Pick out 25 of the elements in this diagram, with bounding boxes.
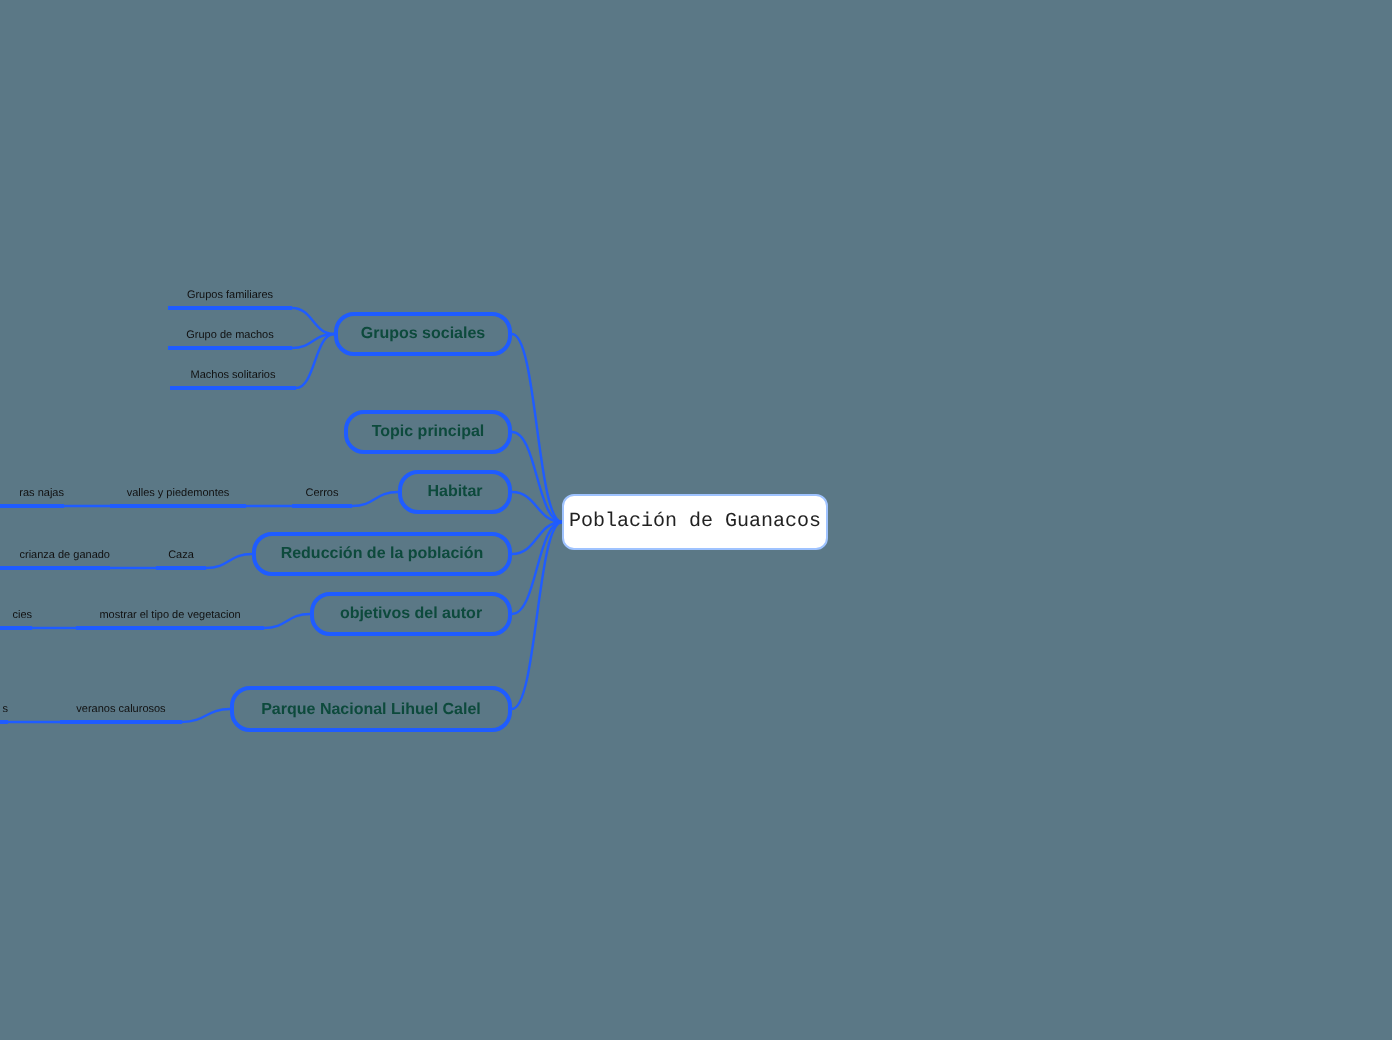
- connector-line: [295, 332, 335, 390]
- connector-line: [511, 520, 563, 556]
- connector-line: [291, 306, 335, 336]
- topic-pill: Topic principal: [344, 410, 512, 454]
- connector-line: [291, 332, 335, 350]
- connector-line: [32, 626, 76, 630]
- connector-line: [511, 430, 563, 524]
- connector-line: [511, 333, 563, 523]
- connector-line: [110, 566, 156, 570]
- connector-line: [181, 707, 231, 724]
- topic-pill: objetivos del autor: [310, 592, 512, 636]
- connector-line: [205, 552, 253, 570]
- central-topic: Población de Guanacos: [562, 494, 828, 550]
- connector-line: [263, 612, 311, 630]
- connector-line: [8, 720, 60, 724]
- topic-pill: Habitar: [398, 470, 512, 514]
- connector-line: [511, 521, 563, 710]
- topic-pill: Parque Nacional Lihuel Calel: [230, 686, 512, 732]
- topic-pill: Grupos sociales: [334, 312, 512, 356]
- connector-line: [511, 490, 563, 524]
- topic-pill: Reducción de la población: [252, 532, 512, 576]
- connector-line: [511, 520, 563, 616]
- connector-line: [64, 504, 110, 508]
- connector-line: [246, 504, 292, 508]
- connector-line: [351, 490, 399, 508]
